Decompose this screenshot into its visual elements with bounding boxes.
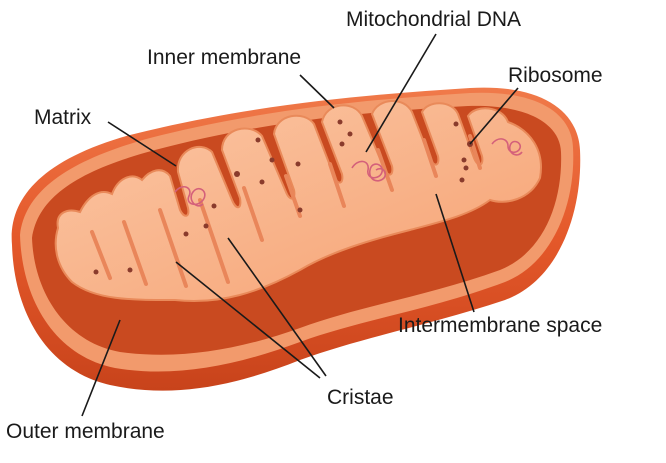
leader-line-matrix — [107, 121, 177, 167]
label-matrix: Matrix — [34, 106, 92, 129]
leader-lines — [81, 33, 519, 417]
label-outer-membrane: Outer membrane — [6, 420, 165, 443]
leader-line-mitochondrial-dna — [365, 33, 437, 153]
leader-line-cristae-b — [227, 237, 327, 377]
leader-line-cristae-a — [175, 261, 321, 379]
mitochondrial-dna-strands — [174, 138, 523, 207]
label-intermembrane-space: Intermembrane space — [398, 314, 603, 337]
label-ribosome: Ribosome — [508, 64, 603, 87]
label-inner-membrane: Inner membrane — [147, 46, 302, 69]
leader-line-intermembrane-space — [435, 193, 475, 313]
ribosome-dots — [93, 119, 473, 275]
leader-line-ribosome — [469, 87, 519, 145]
inner-membrane-cristae — [54, 100, 542, 303]
leader-line-outer-membrane — [81, 319, 121, 417]
label-cristae: Cristae — [327, 386, 394, 409]
label-mitochondrial-dna: Mitochondrial DNA — [346, 8, 522, 31]
leader-line-inner-membrane — [299, 74, 335, 109]
